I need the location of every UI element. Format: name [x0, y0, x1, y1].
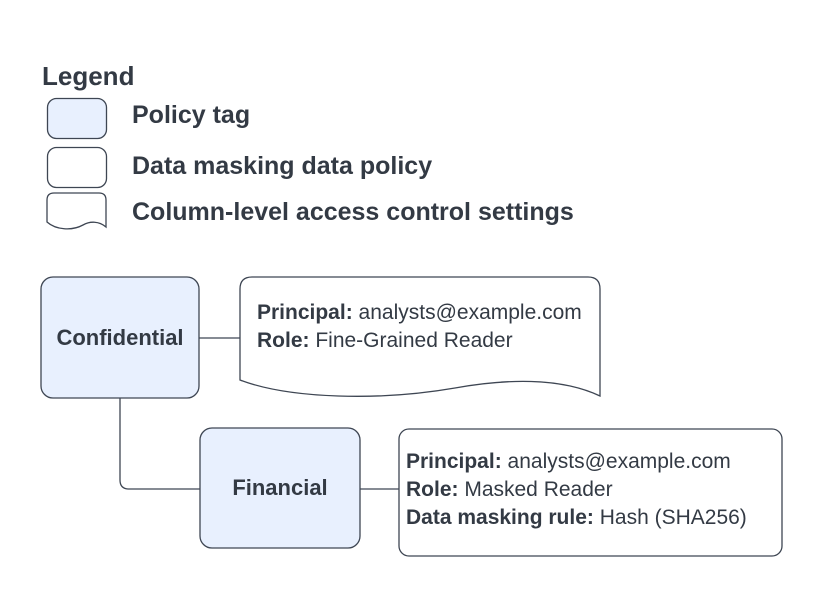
legend-label-policy-tag: Policy tag	[132, 101, 251, 129]
callout-line-value: Hash (SHA256)	[593, 506, 747, 529]
callout-line-label: Principal:	[257, 301, 353, 324]
callout-line-value: Masked Reader	[458, 478, 613, 501]
legend-title: Legend	[42, 61, 135, 91]
callout-line-value: Fine-Grained Reader	[309, 329, 513, 352]
callout-line: Role: Masked Reader	[406, 476, 747, 504]
callout-line-value: analysts@example.com	[352, 301, 582, 324]
data-masking-callout: Principal: analysts@example.com Role: Ma…	[406, 448, 747, 532]
financial-node-shape	[199, 427, 361, 549]
financial-node-label: Financial	[232, 475, 328, 500]
callout-line-value: analysts@example.com	[501, 450, 731, 473]
column-access-document-swatch	[46, 192, 107, 230]
callout-line-label: Principal:	[406, 450, 502, 473]
callout-line-label: Role:	[257, 329, 310, 352]
callout-line-label: Role:	[406, 478, 459, 501]
confidential-node-shape	[40, 276, 200, 399]
data-masking-policy-swatch	[46, 146, 108, 189]
legend-label-data-masking-policy: Data masking data policy	[132, 152, 433, 180]
callout-line: Principal: analysts@example.com	[257, 299, 582, 327]
access-control-document-shape	[239, 276, 601, 398]
callout-line-label: Data masking rule:	[406, 506, 594, 529]
callout-line: Data masking rule: Hash (SHA256)	[406, 504, 747, 532]
callout-line: Role: Fine-Grained Reader	[257, 327, 582, 355]
confidential-node-label: Confidential	[56, 324, 184, 350]
callout-line: Principal: analysts@example.com	[406, 448, 747, 476]
legend-label-column-access: Column-level access control settings	[132, 198, 574, 226]
connector-confidential-financial	[119, 398, 200, 490]
data-masking-policy-shape	[398, 428, 783, 557]
access-control-callout: Principal: analysts@example.com Role: Fi…	[257, 299, 582, 355]
policy-tag-swatch	[46, 97, 108, 140]
